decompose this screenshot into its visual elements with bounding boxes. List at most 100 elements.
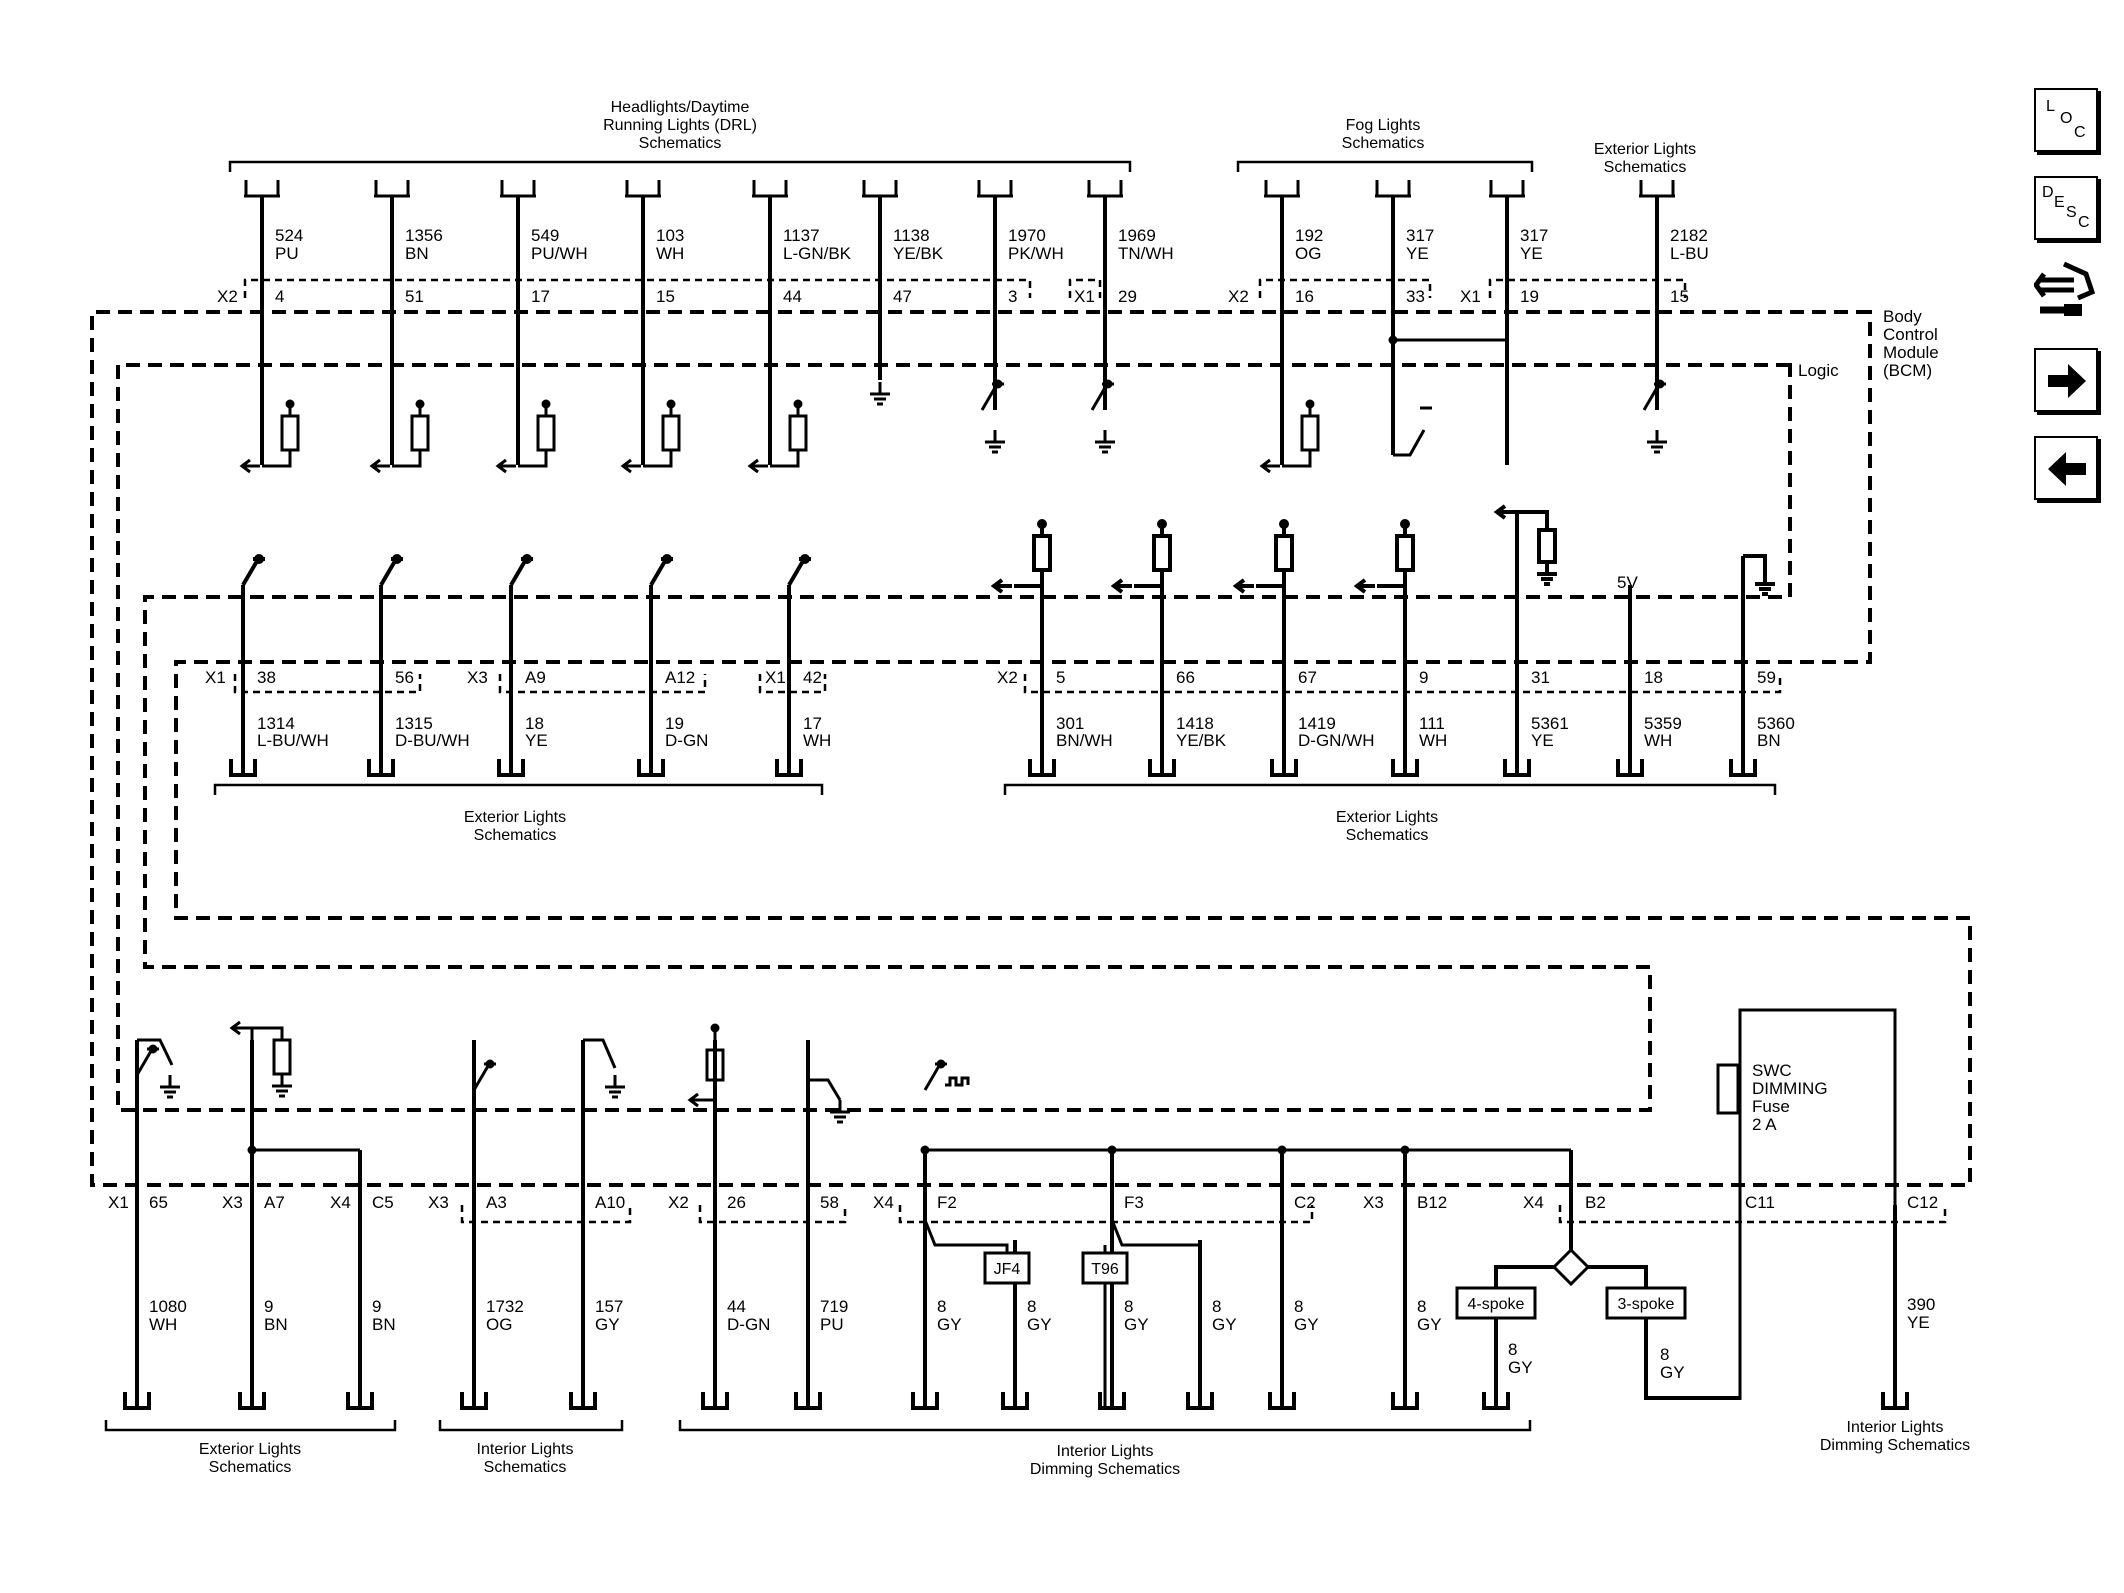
- pullup-lead: [1256, 570, 1286, 588]
- splice-diamond: [1551, 1247, 1591, 1287]
- svg-text:Interior Lights: Interior Lights: [1847, 1419, 1944, 1436]
- svg-text:X4: X4: [330, 1193, 351, 1212]
- ground-symbol: [1537, 562, 1557, 586]
- svg-text:Interior Lights: Interior Lights: [477, 1441, 574, 1458]
- bcm-outline: [90, 310, 1972, 1187]
- wire-color: GY: [595, 1315, 620, 1334]
- location-button[interactable]: L O C: [2034, 88, 2098, 152]
- terminal: [346, 1392, 374, 1410]
- svg-text:X4: X4: [873, 1193, 894, 1212]
- circuit-number: 157: [595, 1297, 623, 1316]
- svg-text:Exterior Lights: Exterior Lights: [199, 1441, 301, 1458]
- resistor: [1537, 528, 1557, 564]
- svg-text:Fog Lights: Fog Lights: [1346, 117, 1421, 134]
- node-dot: [285, 399, 295, 409]
- wire-color: WH: [656, 244, 684, 263]
- exterior-lights-title-top: Exterior Lights Schematics: [1594, 141, 1696, 176]
- pullup-lead: [1377, 570, 1407, 588]
- mid-right-brace: [1003, 783, 1777, 795]
- resistor: [1032, 534, 1052, 572]
- bottom-connector-ids: X1 X3 X4 X3 X2 X4 X3 X4: [108, 1193, 1544, 1212]
- svg-text:4-spoke: 4-spoke: [1468, 1296, 1525, 1313]
- bottom-wire: [1494, 1150, 1740, 1400]
- circuit-number: 1969: [1118, 226, 1156, 245]
- svg-text:SWC: SWC: [1752, 1061, 1792, 1080]
- pullup-lead: [1134, 570, 1164, 588]
- circuit-number: 8: [1124, 1297, 1133, 1316]
- bottom-wires: [123, 1040, 1909, 1410]
- wire-color: YE: [1406, 244, 1429, 263]
- pin-number: 65: [149, 1193, 168, 1212]
- svg-text:X1: X1: [205, 668, 226, 687]
- pwm-symbol: [945, 1076, 970, 1087]
- circuit-number: 8: [1508, 1340, 1517, 1359]
- node-dot: [247, 1145, 257, 1155]
- circuit-number: 1314: [257, 714, 295, 733]
- circuit-number: 8: [1027, 1297, 1036, 1316]
- svg-text:X3: X3: [428, 1193, 449, 1212]
- circuit-number: 1970: [1008, 226, 1046, 245]
- circuit-number: 390: [1907, 1295, 1935, 1314]
- svg-text:Interior Lights: Interior Lights: [1057, 1443, 1154, 1460]
- headlights-title: Headlights/Daytime Running Lights (DRL) …: [603, 99, 757, 152]
- terminal: [497, 759, 525, 777]
- svg-text:X3: X3: [467, 668, 488, 687]
- wire-color: YE: [1907, 1313, 1930, 1332]
- terminal: [701, 1392, 729, 1410]
- circuit-number: 17: [803, 714, 822, 733]
- svg-text:DIMMING: DIMMING: [1752, 1079, 1828, 1098]
- pin-number: 3: [1008, 287, 1017, 306]
- description-button[interactable]: D E S C: [2034, 176, 2098, 240]
- terminal: [1881, 1392, 1909, 1410]
- circuit-number: 111: [1419, 714, 1445, 733]
- wire-color: YE: [1531, 731, 1554, 750]
- pin-number: 42: [803, 668, 822, 687]
- pin-number: C12: [1907, 1193, 1938, 1212]
- svg-text:Exterior Lights: Exterior Lights: [464, 809, 566, 826]
- resistor: [1274, 534, 1294, 572]
- loc-letter-o: O: [2060, 110, 2073, 127]
- mid-wire-labels: 381314L-BU/WH561315D-BU/WHA918YEA1219D-G…: [257, 668, 1795, 750]
- signal-arrow: [239, 458, 260, 474]
- pin-number: 26: [727, 1193, 746, 1212]
- svg-text:Schematics: Schematics: [484, 1459, 567, 1476]
- ground-symbol: [870, 382, 890, 406]
- wire-color: YE/BK: [1176, 731, 1227, 750]
- svg-text:2 A: 2 A: [1752, 1115, 1777, 1134]
- top-internal-components: [239, 300, 1667, 474]
- wire-color: PK/WH: [1008, 244, 1064, 263]
- svg-text:Schematics: Schematics: [1346, 827, 1429, 844]
- svg-text:Schematics: Schematics: [1342, 135, 1425, 152]
- pullup-lead: [643, 450, 673, 468]
- fuse-symbol: [1716, 1063, 1740, 1115]
- resistor: [272, 1038, 292, 1076]
- node-dot: [392, 554, 402, 564]
- connector-tool-icon[interactable]: [2032, 258, 2098, 328]
- bottom-wire-labels: 1080WH659BNA79BNC51732OGA3157GYA1044D-GN…: [149, 1193, 1938, 1382]
- top-connector-ids: X2 X1 X2 X1: [217, 287, 1481, 306]
- terminal: [1482, 1392, 1510, 1410]
- wire-color: WH: [1644, 731, 1672, 750]
- pin-number: A3: [486, 1193, 507, 1212]
- wire-color: BN: [1757, 731, 1781, 750]
- node-dot: [662, 554, 672, 564]
- terminal: [238, 1392, 266, 1410]
- ground-symbol: [985, 430, 1005, 454]
- wire-color: GY: [1660, 1363, 1685, 1382]
- signal-arrow: [495, 458, 516, 474]
- pin-number: B12: [1417, 1193, 1447, 1212]
- previous-page-button[interactable]: [2034, 436, 2098, 500]
- node-dot: [254, 554, 264, 564]
- pullup-lead: [1282, 450, 1312, 468]
- node-dot: [1655, 379, 1665, 389]
- terminal: [569, 1392, 597, 1410]
- terminal: [1639, 180, 1675, 198]
- circuit-number: 44: [727, 1297, 746, 1316]
- pin-number: 66: [1176, 668, 1195, 687]
- circuit-number: 1315: [395, 714, 433, 733]
- next-page-button[interactable]: [2034, 348, 2098, 412]
- resistor: [280, 414, 300, 452]
- svg-text:Running Lights (DRL): Running Lights (DRL): [603, 117, 757, 134]
- node-dot: [800, 554, 810, 564]
